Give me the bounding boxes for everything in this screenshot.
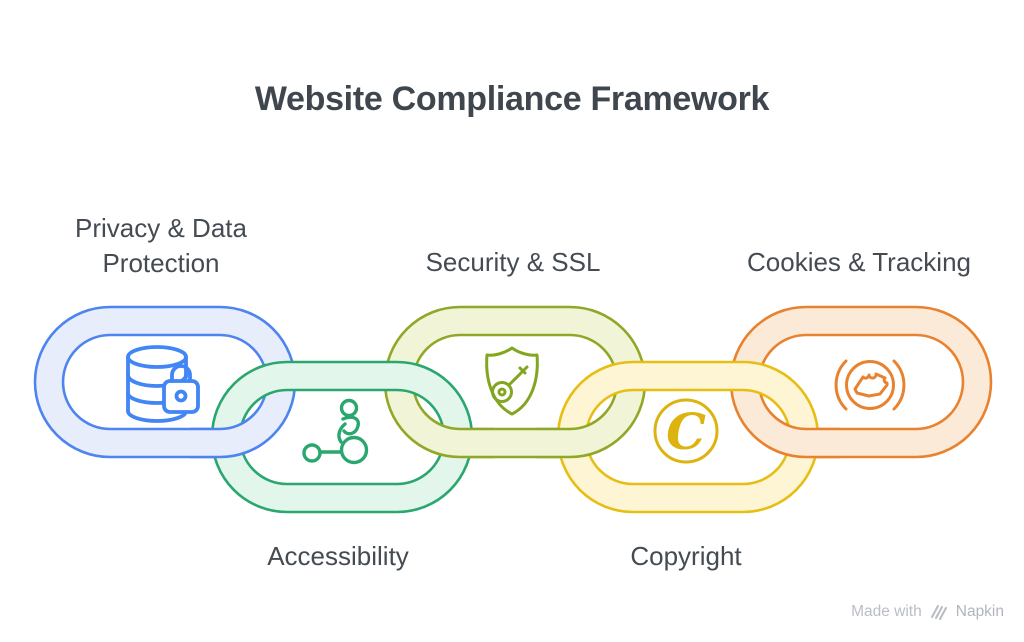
shield-key-icon bbox=[485, 346, 539, 416]
wheelchair-user-icon bbox=[302, 398, 369, 465]
watermark: Made with Napkin bbox=[851, 603, 1004, 621]
copyright-c-icon: C bbox=[653, 398, 719, 464]
database-lock-icon bbox=[126, 345, 200, 423]
label-privacy-data-protection: Privacy & Data Protection bbox=[75, 213, 247, 278]
napkin-logo-icon bbox=[930, 604, 947, 621]
copyright-glyph: C bbox=[666, 402, 706, 461]
label-copyright: Copyright bbox=[630, 541, 742, 571]
label-accessibility: Accessibility bbox=[267, 541, 409, 571]
label-security-ssl: Security & SSL bbox=[425, 247, 601, 277]
page-title: Website Compliance Framework bbox=[254, 80, 770, 118]
label-cookies-tracking: Cookies & Tracking bbox=[747, 247, 971, 277]
watermark-prefix: Made with bbox=[851, 603, 922, 620]
watermark-brand: Napkin bbox=[955, 603, 1004, 620]
cookie-tracking-icon bbox=[834, 359, 906, 411]
